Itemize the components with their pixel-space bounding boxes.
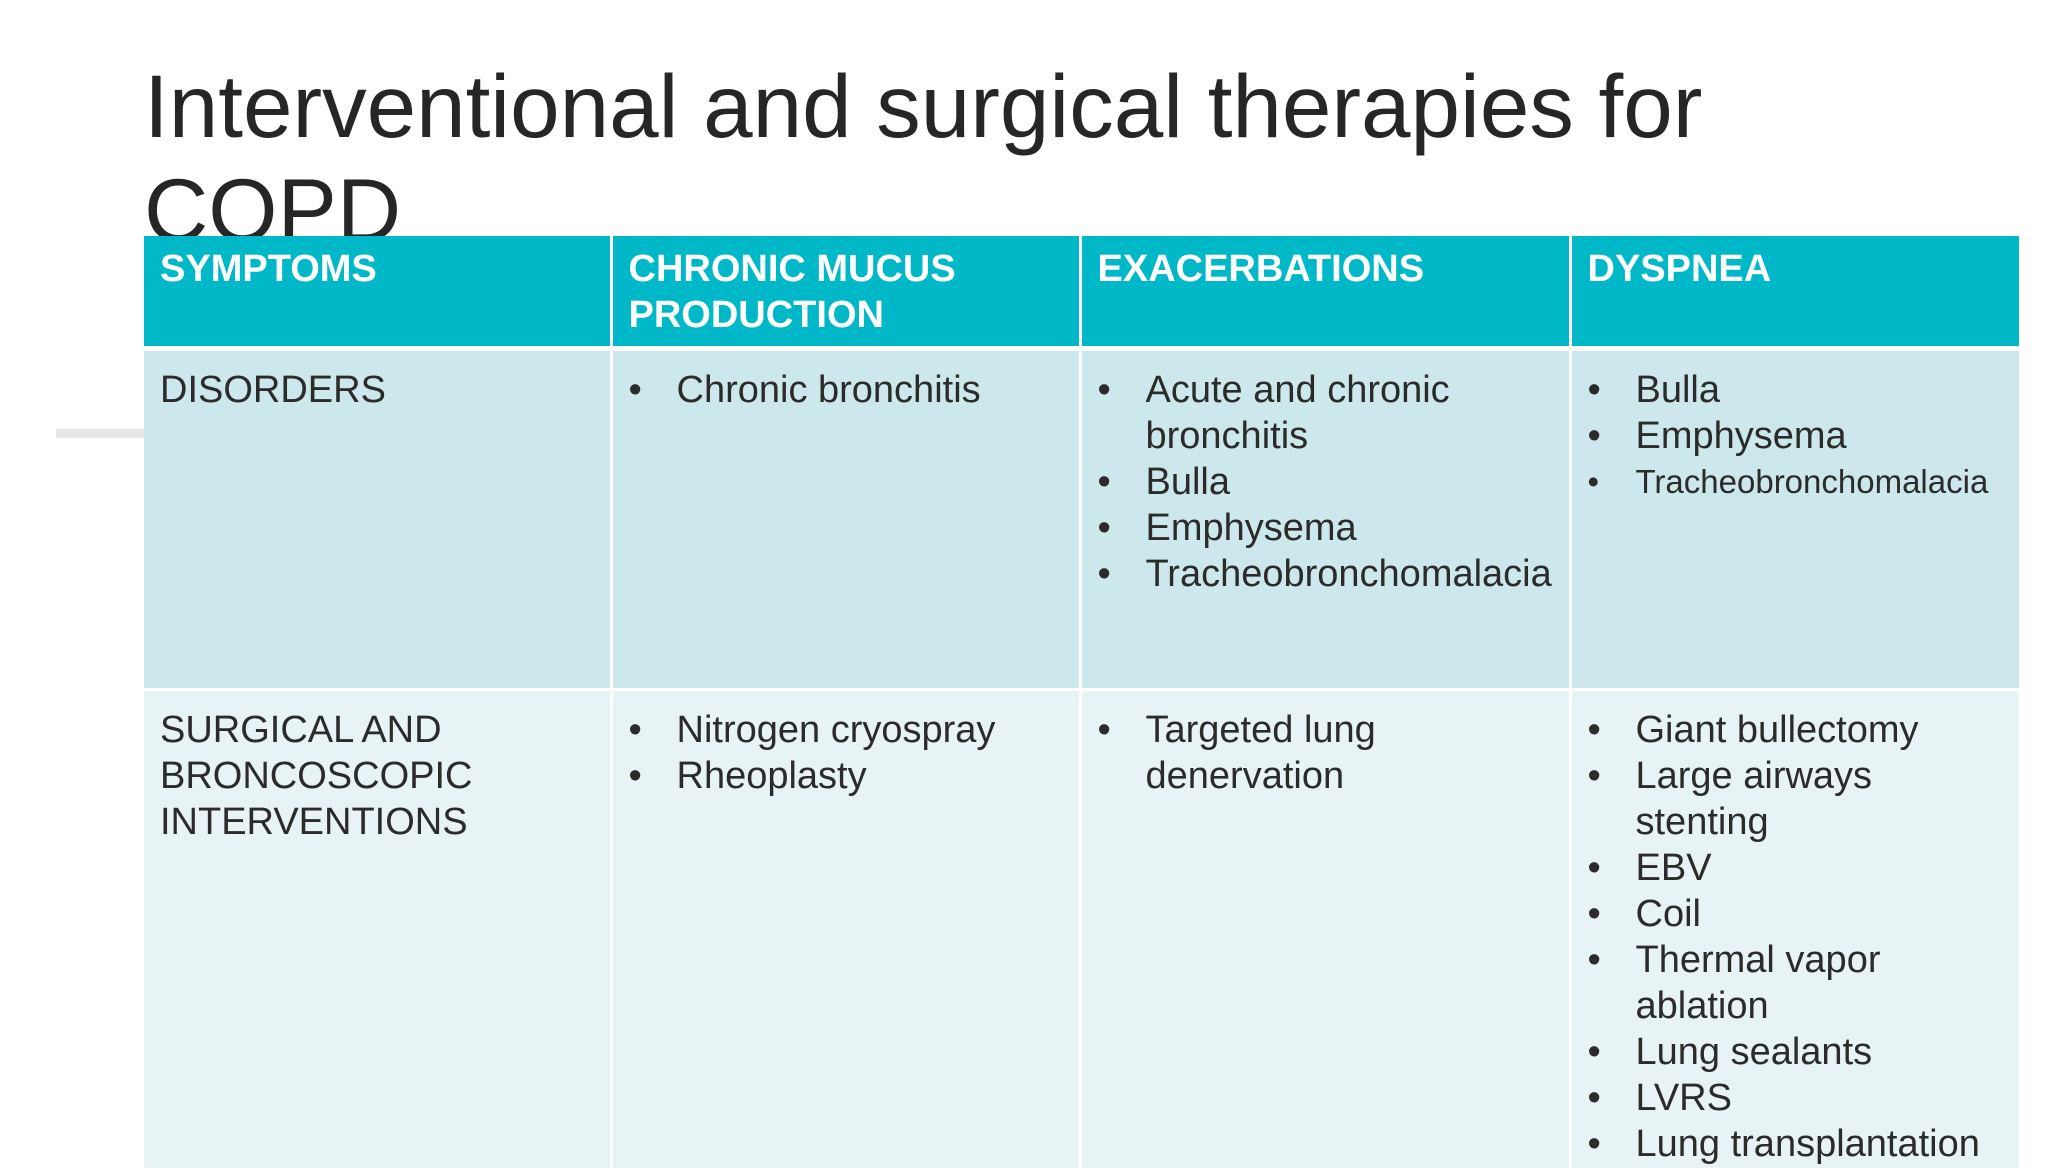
list-item: Targeted lung denervation [1098,707,1555,799]
list-item: Emphysema [1098,505,1555,551]
decorative-accent-line [56,429,156,438]
cell-interventions-dyspnea: Giant bullectomy Large airways stenting … [1570,689,2019,1171]
header-symptoms: SYMPTOMS [144,236,613,351]
cell-disorders-mucus: Chronic bronchitis [611,348,1082,691]
list-item: Emphysema [1588,413,2006,459]
header-exacerbations: EXACERBATIONS [1080,236,1572,351]
cell-interventions-mucus: Nitrogen cryospray Rheoplasty [611,689,1082,1171]
list-item: EBV [1588,845,2006,891]
header-chronic-mucus-production: CHRONIC MUCUS PRODUCTION [611,236,1082,351]
list-item: Coil [1588,891,2006,937]
table-row-interventions: SURGICAL AND BRONCOSCOPIC INTERVENTIONS … [144,689,2019,1171]
list-item: Bulla [1588,367,2006,413]
bullet-list: Acute and chronic bronchitis Bulla Emphy… [1098,367,1555,597]
table-row-disorders: DISORDERS Chronic bronchitis Acute and c… [144,348,2019,691]
therapies-table: SYMPTOMS CHRONIC MUCUS PRODUCTION EXACER… [144,236,2019,1171]
list-item: Tracheobronchomalacia [1098,551,1555,597]
list-item: Tracheobronchomalacia [1588,459,2006,505]
list-item: Giant bullectomy [1588,707,2006,753]
list-item: Rheoplasty [629,753,1065,799]
list-item: Bulla [1098,459,1555,505]
cell-disorders-dyspnea: Bulla Emphysema Tracheobronchomalacia [1570,348,2019,691]
bullet-list: Targeted lung denervation [1098,707,1555,799]
list-item: Thermal vapor ablation [1588,937,2006,1029]
row-label-disorders: DISORDERS [144,348,613,691]
list-item: Large airways stenting [1588,753,2006,845]
slide-title: Interventional and surgical therapies fo… [144,56,1703,260]
list-item: LVRS [1588,1075,2006,1121]
list-item: Acute and chronic bronchitis [1098,367,1555,459]
bullet-list: Giant bullectomy Large airways stenting … [1588,707,2006,1167]
list-item: Lung transplantation [1588,1121,2006,1167]
list-item: Chronic bronchitis [629,367,1065,413]
bullet-list: Nitrogen cryospray Rheoplasty [629,707,1065,799]
table-header-row: SYMPTOMS CHRONIC MUCUS PRODUCTION EXACER… [144,236,2019,351]
header-dyspnea: DYSPNEA [1570,236,2019,351]
bullet-list: Chronic bronchitis [629,367,1065,413]
cell-disorders-exacerbations: Acute and chronic bronchitis Bulla Emphy… [1080,348,1572,691]
list-item: Nitrogen cryospray [629,707,1065,753]
bullet-list: Bulla Emphysema Tracheobronchomalacia [1588,367,2006,505]
list-item: Lung sealants [1588,1029,2006,1075]
cell-interventions-exacerbations: Targeted lung denervation [1080,689,1572,1171]
row-label-interventions: SURGICAL AND BRONCOSCOPIC INTERVENTIONS [144,689,613,1171]
